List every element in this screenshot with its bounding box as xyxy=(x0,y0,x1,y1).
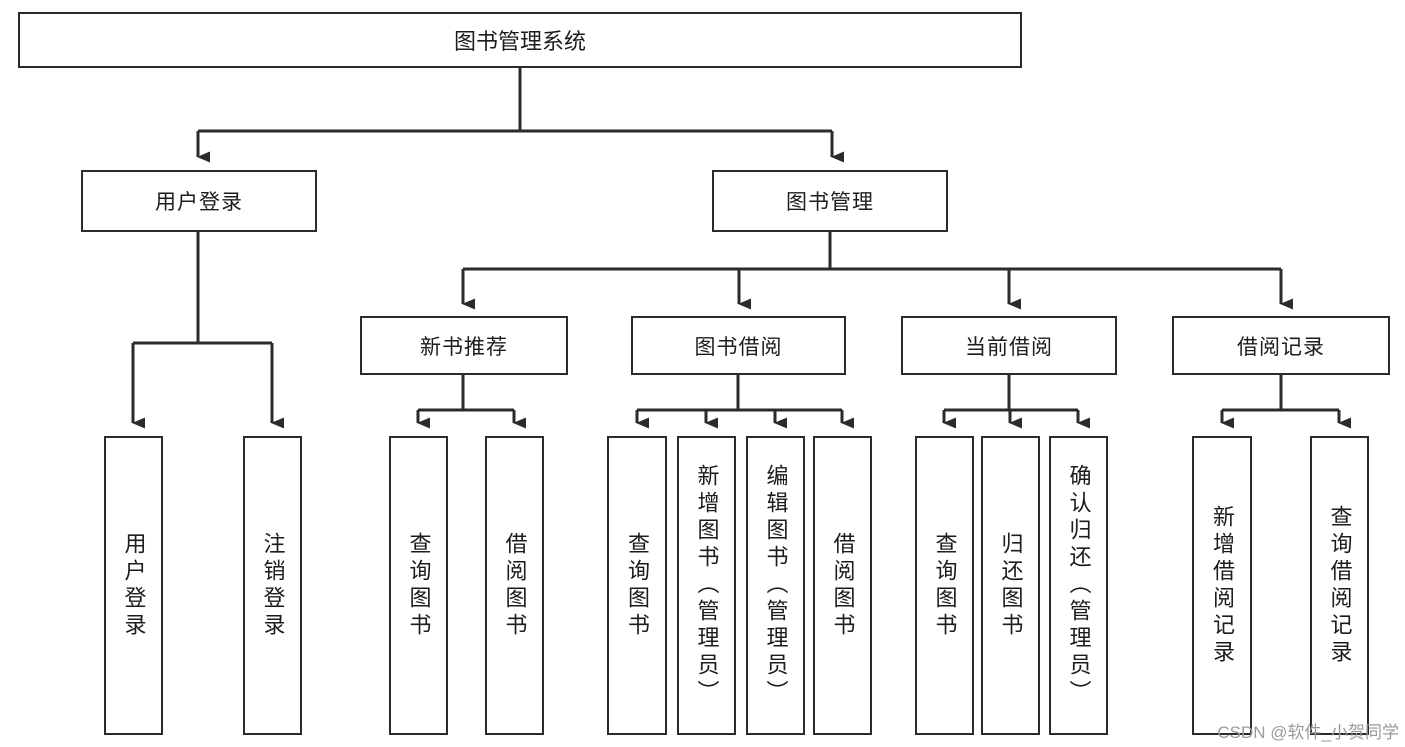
node-root-system[interactable]: 图书管理系统 xyxy=(18,12,1022,68)
leaf-query-book-current[interactable]: 查询图书 xyxy=(915,436,974,735)
leaf-return-book[interactable]: 归还图书 xyxy=(981,436,1040,735)
leaf-add-book-admin[interactable]: 新增图书（管理员） xyxy=(677,436,736,735)
leaf-user-login[interactable]: 用户登录 xyxy=(104,436,163,735)
node-book-borrow[interactable]: 图书借阅 xyxy=(631,316,846,375)
node-new-book-recommend[interactable]: 新书推荐 xyxy=(360,316,568,375)
leaf-borrow-book[interactable]: 借阅图书 xyxy=(813,436,872,735)
leaf-confirm-return-admin[interactable]: 确认归还（管理员） xyxy=(1049,436,1108,735)
leaf-borrow-book-new[interactable]: 借阅图书 xyxy=(485,436,544,735)
node-current-borrow[interactable]: 当前借阅 xyxy=(901,316,1117,375)
leaf-query-book-new[interactable]: 查询图书 xyxy=(389,436,448,735)
leaf-logout[interactable]: 注销登录 xyxy=(243,436,302,735)
leaf-query-book-borrow[interactable]: 查询图书 xyxy=(607,436,667,735)
leaf-query-borrow-record[interactable]: 查询借阅记录 xyxy=(1310,436,1369,735)
leaf-edit-book-admin[interactable]: 编辑图书（管理员） xyxy=(746,436,805,735)
node-user-login[interactable]: 用户登录 xyxy=(81,170,317,232)
leaf-add-borrow-record[interactable]: 新增借阅记录 xyxy=(1192,436,1252,735)
node-borrow-record[interactable]: 借阅记录 xyxy=(1172,316,1390,375)
csdn-watermark: CSDN @软件_小贺同学 xyxy=(1217,723,1399,742)
node-book-management[interactable]: 图书管理 xyxy=(712,170,948,232)
